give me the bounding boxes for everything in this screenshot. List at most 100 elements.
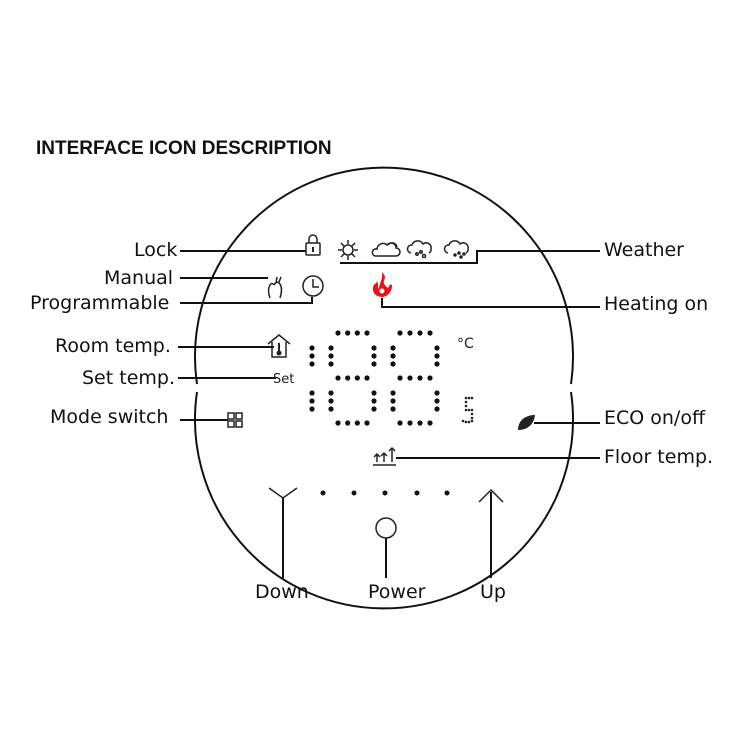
label-up: Up <box>480 581 506 603</box>
lock-icon[interactable] <box>305 234 321 256</box>
manual-hand-icon[interactable] <box>267 276 283 299</box>
display-dot <box>464 404 468 408</box>
display-dot <box>407 420 413 426</box>
chevron-up-icon[interactable] <box>478 488 504 503</box>
set-temp-icon: Set <box>273 372 294 387</box>
label-weather: Weather <box>604 239 684 261</box>
display-dot <box>434 353 440 359</box>
label-programmable: Programmable <box>30 292 169 314</box>
display-dot <box>335 375 341 381</box>
segment-display <box>309 330 440 426</box>
slider-dots[interactable] <box>320 490 450 496</box>
display-dot <box>397 420 403 426</box>
display-dot <box>354 420 360 426</box>
display-dot <box>328 361 334 367</box>
display-dot <box>371 398 377 404</box>
display-dot <box>464 420 468 424</box>
display-dot <box>371 345 377 351</box>
label-power: Power <box>368 581 426 603</box>
display-dot <box>417 420 423 426</box>
display-dot <box>345 420 351 426</box>
display-dot <box>417 330 423 336</box>
rain-icon <box>406 240 432 259</box>
display-dot <box>427 330 433 336</box>
display-dot <box>328 406 334 412</box>
display-dot <box>390 398 396 404</box>
display-dot <box>371 353 377 359</box>
display-dot <box>309 390 315 396</box>
display-dot <box>354 375 360 381</box>
label-eco: ECO on/off <box>604 407 706 429</box>
display-dot <box>397 330 403 336</box>
display-dot <box>470 416 474 420</box>
label-floor-temp: Floor temp. <box>604 446 713 468</box>
display-dot <box>371 361 377 367</box>
diagram-title: INTERFACE ICON DESCRIPTION <box>36 138 332 159</box>
display-dot <box>434 406 440 412</box>
clock-icon[interactable] <box>302 275 324 297</box>
display-dot <box>467 408 471 412</box>
seconds-s-glyph <box>461 396 474 424</box>
chevron-down-icon[interactable] <box>268 487 298 499</box>
leader-weather <box>340 250 600 264</box>
sun-icon <box>338 240 358 260</box>
display-dot <box>427 375 433 381</box>
display-dot <box>417 375 423 381</box>
label-lock: Lock <box>134 239 177 261</box>
floor-heat-icon <box>373 446 396 466</box>
display-dot <box>328 345 334 351</box>
leader-heating-on <box>381 298 600 308</box>
flame-icon <box>372 272 392 297</box>
display-dot <box>335 330 341 336</box>
display-dot <box>309 406 315 412</box>
display-dot <box>470 396 474 400</box>
leader-programmable <box>180 297 313 304</box>
display-dot <box>371 406 377 412</box>
display-dot <box>427 420 433 426</box>
display-dot <box>328 390 334 396</box>
display-dot <box>390 406 396 412</box>
display-dot <box>364 420 370 426</box>
label-heating-on: Heating on <box>604 293 708 315</box>
display-dot <box>345 375 351 381</box>
mode-grid-icon[interactable] <box>227 412 243 428</box>
display-dot <box>309 345 315 351</box>
house-thermometer-icon <box>267 334 291 358</box>
display-dot <box>364 330 370 336</box>
display-dot <box>397 375 403 381</box>
display-dot <box>434 361 440 367</box>
display-dot <box>434 398 440 404</box>
display-dot <box>434 390 440 396</box>
device-outline <box>194 166 574 610</box>
display-dot <box>354 330 360 336</box>
label-mode-switch: Mode switch <box>50 406 168 428</box>
display-dot <box>309 398 315 404</box>
display-dot <box>464 400 468 404</box>
cloud-icon <box>371 242 401 257</box>
display-dot <box>434 345 440 351</box>
label-set-temp: Set temp. <box>82 367 175 389</box>
label-down: Down <box>255 581 309 603</box>
display-dot <box>464 408 468 412</box>
display-dot <box>467 396 471 400</box>
display-dot <box>364 375 370 381</box>
snow-icon <box>443 240 469 259</box>
display-dot <box>390 361 396 367</box>
label-manual: Manual <box>104 267 173 289</box>
power-icon[interactable] <box>375 517 397 539</box>
display-dot <box>309 353 315 359</box>
display-dot <box>371 390 377 396</box>
unit-celsius: °C <box>457 336 474 352</box>
display-dot <box>407 330 413 336</box>
display-dot <box>390 345 396 351</box>
leaf-icon[interactable] <box>518 415 535 430</box>
display-dot <box>390 390 396 396</box>
label-room-temp: Room temp. <box>55 335 171 357</box>
display-dot <box>470 419 474 423</box>
display-dot <box>467 420 471 424</box>
display-dot <box>407 375 413 381</box>
display-dot <box>345 330 351 336</box>
display-dot <box>461 419 465 423</box>
display-dot <box>328 398 334 404</box>
